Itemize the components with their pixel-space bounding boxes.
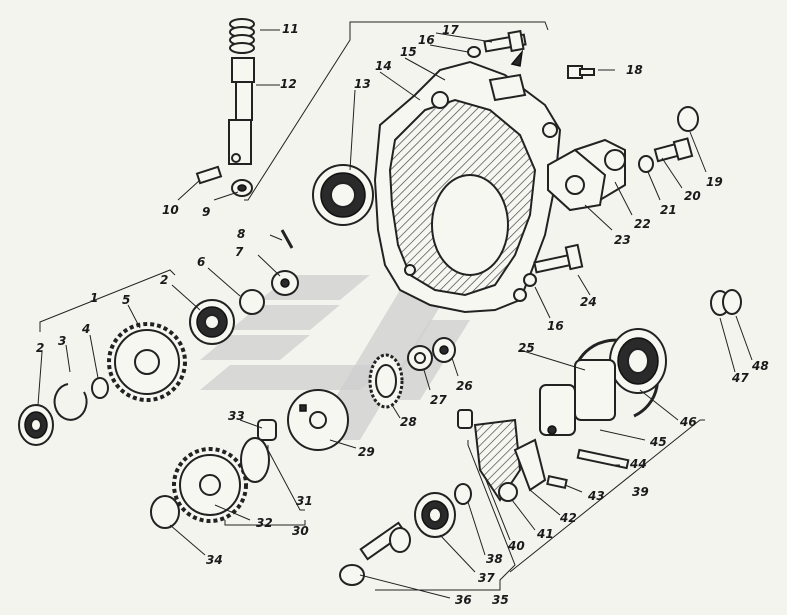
label-19: 19 <box>706 175 723 189</box>
part-labels: 1 2 3 4 5 6 7 8 9 10 11 12 13 14 15 16 1… <box>36 22 769 607</box>
label-30: 30 <box>292 524 309 538</box>
label-46: 46 <box>679 415 697 429</box>
pin-part <box>546 475 568 489</box>
gear-part <box>368 353 404 409</box>
label-33: 33 <box>228 409 245 423</box>
washer-part <box>467 46 481 58</box>
pin-part <box>576 448 630 470</box>
o-ring-part <box>454 483 472 505</box>
gasket-part <box>547 148 607 212</box>
washer-part <box>239 289 265 315</box>
bolt-part <box>483 29 527 53</box>
castle-nut-part <box>271 270 299 296</box>
snap-ring-part <box>53 383 88 421</box>
label-6: 6 <box>197 255 205 269</box>
label-24: 24 <box>580 295 597 309</box>
spring-part <box>229 18 255 54</box>
label-36: 36 <box>455 593 472 607</box>
leader-lines <box>37 21 753 599</box>
lever-part <box>513 438 547 492</box>
label-9: 9 <box>202 205 210 219</box>
label-44: 44 <box>629 457 647 471</box>
label-3: 3 <box>58 334 66 348</box>
lock-washer-part <box>407 345 433 371</box>
label-31: 31 <box>296 494 313 508</box>
label-42: 42 <box>559 511 577 525</box>
label-11: 11 <box>282 22 299 36</box>
label-2: 2 <box>36 341 44 355</box>
label-41: 41 <box>536 527 554 541</box>
spindle-part <box>339 521 411 586</box>
bearing-part <box>609 328 667 394</box>
label-10: 10 <box>162 203 179 217</box>
o-ring-part <box>150 495 180 529</box>
o-ring-part <box>677 106 699 132</box>
label-21: 21 <box>660 203 677 217</box>
label-29: 29 <box>358 445 375 459</box>
label-15: 15 <box>400 45 417 59</box>
label-16b: 16 <box>547 319 564 333</box>
label-1: 1 <box>90 291 98 305</box>
label-32: 32 <box>256 516 273 530</box>
gear-part <box>107 322 187 402</box>
label-38: 38 <box>486 552 503 566</box>
flange-part <box>287 389 349 451</box>
label-5: 5 <box>122 293 130 307</box>
screw-part <box>567 65 595 79</box>
washer-part <box>638 155 654 173</box>
label-17: 17 <box>442 23 459 37</box>
o-ring-part <box>722 289 742 315</box>
label-20: 20 <box>684 189 701 203</box>
label-4: 4 <box>81 322 90 336</box>
label-8: 8 <box>237 227 245 241</box>
label-39: 39 <box>632 485 649 499</box>
label-35: 35 <box>492 593 509 607</box>
label-7: 7 <box>235 245 244 259</box>
label-28: 28 <box>400 415 417 429</box>
label-12: 12 <box>280 77 297 91</box>
bolt-part <box>533 243 584 274</box>
label-40: 40 <box>507 539 525 553</box>
bearing-part <box>414 492 456 538</box>
label-23: 23 <box>614 233 631 247</box>
shift-rod-part <box>228 57 255 165</box>
label-18: 18 <box>626 63 643 77</box>
label-25: 25 <box>518 341 535 355</box>
washer-part <box>91 377 109 399</box>
label-47: 47 <box>731 371 749 385</box>
gear-part <box>172 437 270 523</box>
washer-part <box>523 273 537 287</box>
nut-part <box>231 179 253 197</box>
roller-part <box>257 419 277 441</box>
cotter-pin-part <box>280 229 294 249</box>
label-43: 43 <box>587 489 605 503</box>
nut-part <box>498 482 518 502</box>
bearing-part <box>312 164 374 226</box>
shaft-part <box>539 359 616 436</box>
label-45: 45 <box>649 435 667 449</box>
arrow-icon <box>510 49 524 67</box>
label-26: 26 <box>456 379 473 393</box>
label-37: 37 <box>478 571 495 585</box>
gearbox-housing-part <box>373 60 562 314</box>
label-2b: 2 <box>160 273 168 287</box>
pin-part <box>195 165 223 185</box>
bolt-part <box>653 137 694 163</box>
nut-part <box>432 337 456 363</box>
bearing-part <box>189 299 235 345</box>
label-27: 27 <box>430 393 447 407</box>
label-13: 13 <box>354 77 371 91</box>
label-16: 16 <box>418 33 435 47</box>
label-14: 14 <box>375 59 392 73</box>
label-48: 48 <box>751 359 769 373</box>
bearing-part <box>18 404 54 446</box>
label-34: 34 <box>206 553 223 567</box>
label-22: 22 <box>634 217 651 231</box>
